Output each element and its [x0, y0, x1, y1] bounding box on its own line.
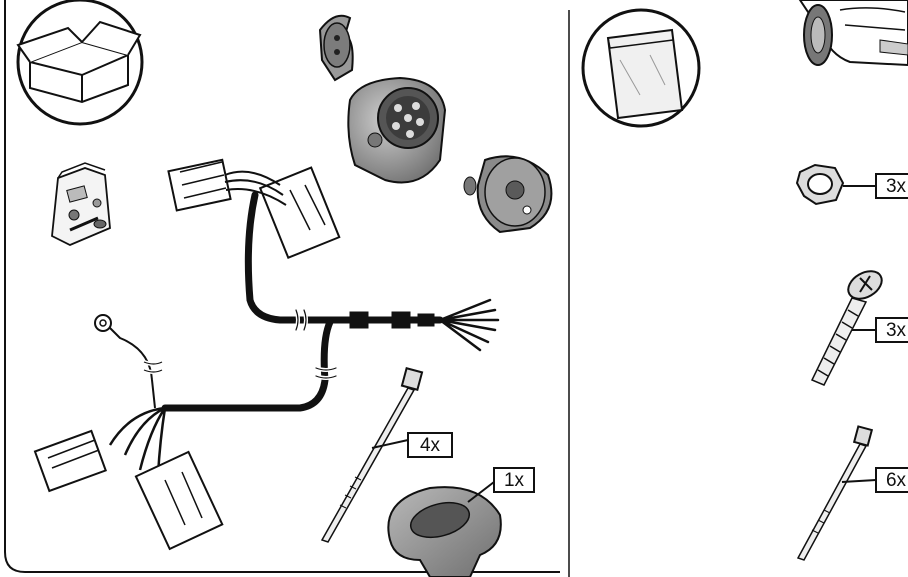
car-front-icon	[800, 0, 908, 65]
cardboard-box-icon	[18, 0, 142, 124]
socket-gasket	[464, 156, 551, 232]
cable-grommet	[388, 487, 501, 577]
label-nut: 3x	[886, 176, 907, 197]
label-tie-strap-right: 6x	[886, 470, 907, 491]
small-parts-bag	[52, 163, 110, 245]
label-screw: 3x	[886, 320, 907, 341]
label-box-nut: 3x	[843, 174, 908, 198]
lower-connector-pair	[35, 408, 222, 549]
plastic-bag-icon	[583, 10, 699, 126]
ground-wire	[95, 315, 162, 408]
hex-nut	[797, 165, 843, 204]
label-tie-strap-left: 4x	[420, 435, 441, 456]
label-grommet: 1x	[504, 470, 525, 491]
trailer-socket	[320, 16, 445, 183]
label-box-screw: 3x	[852, 318, 908, 342]
tie-strap-right	[798, 426, 872, 560]
